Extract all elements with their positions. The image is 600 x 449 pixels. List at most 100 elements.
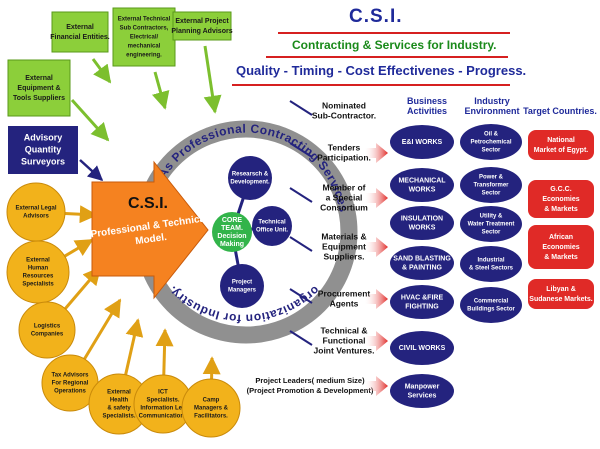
node-label-line: Procurement — [318, 288, 371, 298]
node-label-line: FIGHTING — [405, 303, 439, 310]
industry-sector-shape — [460, 124, 522, 160]
core-unit-shape — [220, 264, 264, 308]
target-country: G.C.C.Economies& Markets — [528, 180, 594, 218]
node-label-line: CORE — [222, 217, 243, 224]
node-label-line: Sector — [482, 148, 501, 154]
node-label-line: (Project Promotion & Development) — [247, 386, 374, 395]
node-label-line: Consortium — [320, 202, 368, 212]
node-label-line: Human — [28, 266, 49, 272]
core-unit-research: Researsch &Development. — [228, 156, 272, 200]
node-label-line: CIVIL WORKS — [399, 345, 446, 352]
node-label-line: Information Led — [140, 406, 186, 412]
node-label-line: Tools Suppliers — [13, 95, 65, 102]
column-header-line: Industry — [474, 96, 510, 106]
industry-sector-shape — [460, 206, 522, 242]
node-label-line: Electrical/ — [130, 35, 159, 41]
service-pointer — [289, 330, 313, 346]
service-pointer — [289, 142, 313, 158]
node-label-line: a Special — [326, 192, 363, 202]
specialist-circle-shape — [6, 182, 66, 242]
node-label-line: Specialists. — [102, 414, 135, 420]
node-label-line: Joint Ventures. — [314, 345, 375, 355]
node-label-line: Project Leaders( medium Size) — [255, 376, 365, 385]
industry-sector-shape — [460, 287, 522, 323]
header-rule-2 — [266, 56, 508, 58]
node-label-line: Health — [110, 398, 129, 404]
node-label-line: mechanical — [128, 44, 161, 50]
business-activity: E&I WORKS — [390, 125, 454, 159]
node-label-line: External — [107, 390, 131, 396]
page-tagline: Quality - Timing - Cost Effectivenes - P… — [236, 63, 527, 78]
column-header-target: Target Countries. — [520, 106, 600, 116]
node-label-line: Oil & — [484, 132, 499, 138]
advisory-box-shape — [8, 126, 78, 174]
column-header-line: Activities — [406, 106, 448, 116]
node-label-line: Model. — [135, 232, 168, 247]
node-label-line: Financial Entities. — [50, 34, 110, 41]
node-label-line: Equipment — [322, 241, 366, 251]
service-pointer — [289, 187, 313, 203]
core-unit-shape — [252, 206, 292, 246]
service-arrow — [364, 289, 388, 309]
specialist-circle-shape — [181, 378, 241, 438]
node-label-line: Technical — [258, 220, 286, 226]
page-subtitle: Contracting & Services for Industry. — [292, 38, 497, 52]
node-label-line: Specialists. — [146, 398, 179, 404]
node-label-line: & Markets — [544, 254, 578, 261]
node-label-line: Industrial — [477, 258, 504, 264]
service-item: Project Leaders( medium Size)(Project Pr… — [247, 376, 388, 396]
business-activity-shape — [390, 374, 454, 408]
node-label-line: External Legal — [15, 206, 56, 212]
node-label-line: Economies — [542, 196, 579, 203]
node-label-line: Materials & — [321, 231, 366, 241]
node-label-line: engineering. — [126, 53, 162, 59]
node-label-line: External — [66, 24, 94, 31]
partner-box-shape — [7, 59, 71, 117]
column-header-line: Environment — [464, 106, 520, 116]
node-label-line: Nominated — [322, 100, 366, 110]
target-country-shape — [528, 180, 594, 218]
node-label-line: Functional — [323, 335, 366, 345]
target-country-shape — [528, 279, 594, 309]
node-label-line: HVAC &FIRE — [401, 294, 444, 301]
node-label-line: WORKS — [409, 224, 436, 231]
node-label-line: Researsch & — [232, 172, 269, 178]
node-label-line: African — [549, 234, 573, 241]
node-label-line: & Steel Sectors — [469, 266, 514, 272]
page-title: C.S.I. — [349, 6, 403, 27]
service-arrow — [364, 331, 388, 351]
header-rule-1 — [278, 32, 510, 34]
column-header-line: Target Countries. — [523, 106, 597, 116]
business-activity-shape — [390, 331, 454, 365]
column-header-business: Business Activities — [396, 96, 458, 116]
node-label-line: Surveyors — [21, 156, 65, 166]
node-label-line: National — [547, 137, 575, 144]
service-arrow — [364, 237, 388, 257]
node-label-line: Equipment & — [17, 85, 60, 92]
node-label-line: Managers & — [194, 406, 229, 412]
node-label-line: Water Treatment — [468, 222, 515, 228]
business-activity: CIVIL WORKS — [390, 331, 454, 365]
